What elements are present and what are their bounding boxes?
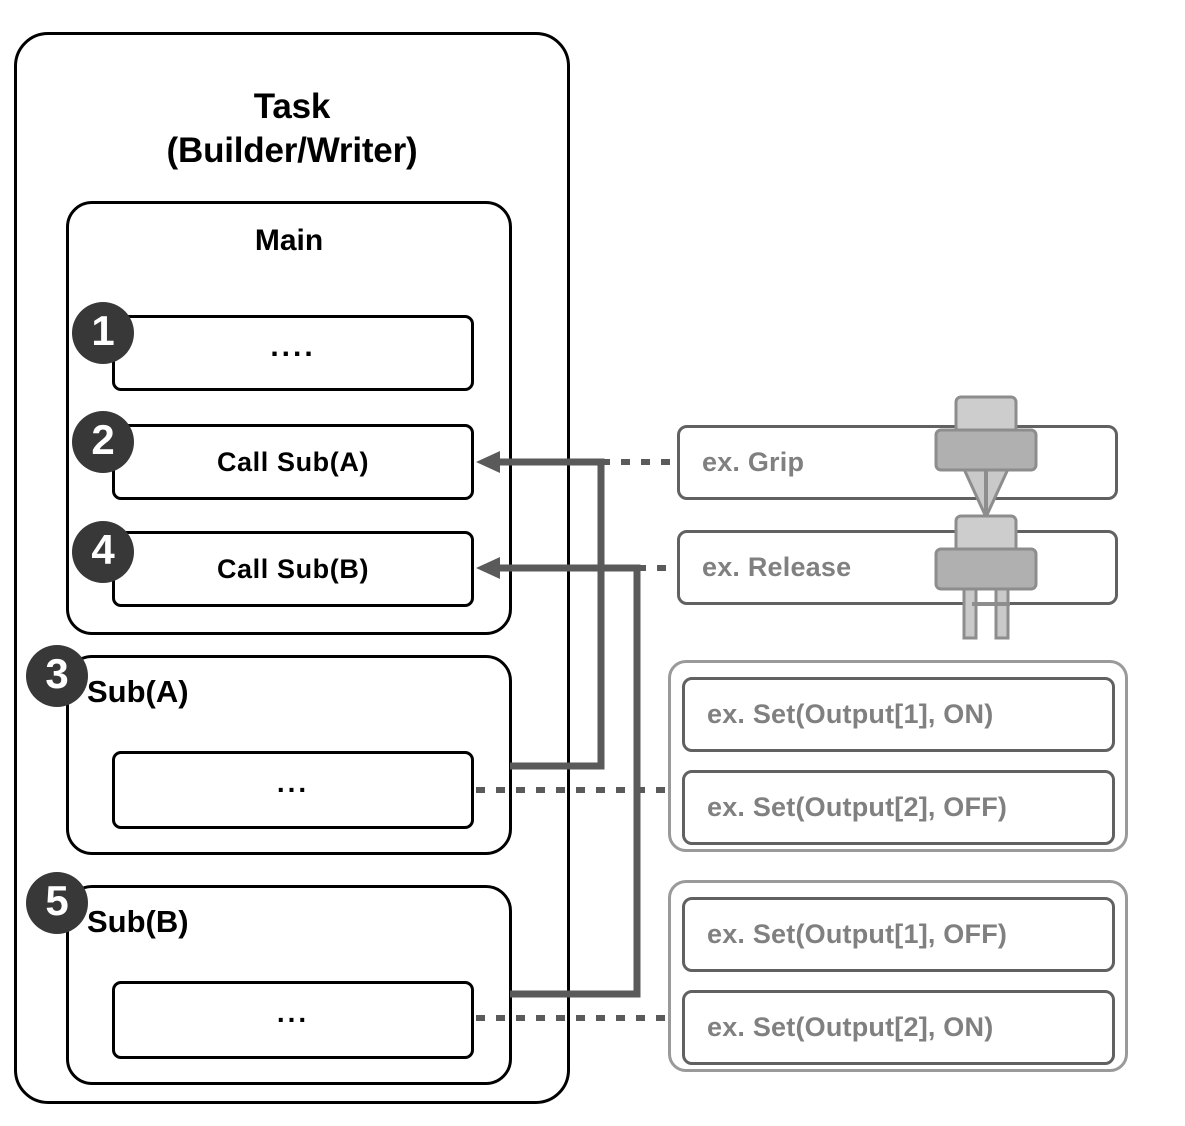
step-badge-2: 2 (72, 411, 134, 473)
step-badge-4: 4 (72, 521, 134, 583)
main-statement-1[interactable]: .... (112, 315, 474, 391)
example-sub-b-item-1-label: ex. Set(Output[1], OFF) (707, 919, 1008, 949)
step-badge-1: 1 (72, 302, 134, 364)
task-title: Task (Builder/Writer) (17, 85, 567, 173)
sub-a-title: Sub(A) (87, 674, 189, 709)
sub-a-body-label: ... (276, 767, 310, 798)
step-badge-1-number: 1 (91, 307, 115, 354)
main-statement-2-label: Call Sub(A) (216, 446, 370, 477)
main-statement-call-sub-a[interactable]: Call Sub(A) (112, 424, 474, 500)
main-statement-1-label: .... (270, 330, 316, 363)
sub-b-body[interactable]: ... (112, 981, 474, 1059)
example-sub-a-item-1-label: ex. Set(Output[1], ON) (707, 699, 994, 729)
example-sub-a-item-1[interactable]: ex. Set(Output[1], ON) (682, 677, 1115, 752)
example-sub-b-item-2[interactable]: ex. Set(Output[2], ON) (682, 990, 1115, 1065)
sub-b-body-label: ... (276, 997, 310, 1028)
main-statement-call-sub-b[interactable]: Call Sub(B) (112, 531, 474, 607)
task-title-line1: Task (253, 87, 331, 126)
sub-b-title: Sub(B) (87, 904, 189, 939)
main-statement-3-label: Call Sub(B) (216, 553, 370, 584)
example-sub-b-item-2-label: ex. Set(Output[2], ON) (707, 1012, 994, 1042)
sub-a-body[interactable]: ... (112, 751, 474, 829)
example-release-label: ex. Release (702, 552, 852, 582)
task-title-line2: (Builder/Writer) (166, 131, 418, 170)
main-title: Main (254, 224, 324, 257)
step-badge-2-number: 2 (91, 416, 115, 463)
step-badge-4-number: 4 (91, 526, 115, 573)
example-sub-b-item-1[interactable]: ex. Set(Output[1], OFF) (682, 897, 1115, 972)
example-release-box[interactable]: ex. Release (677, 530, 1118, 605)
example-grip-box[interactable]: ex. Grip (677, 425, 1118, 500)
step-badge-5: 5 (26, 872, 88, 934)
example-sub-a-item-2[interactable]: ex. Set(Output[2], OFF) (682, 770, 1115, 845)
example-grip-label: ex. Grip (702, 447, 805, 477)
example-sub-a-item-2-label: ex. Set(Output[2], OFF) (707, 792, 1008, 822)
step-badge-3-number: 3 (45, 650, 69, 697)
step-badge-3: 3 (26, 645, 88, 707)
step-badge-5-number: 5 (45, 877, 69, 924)
